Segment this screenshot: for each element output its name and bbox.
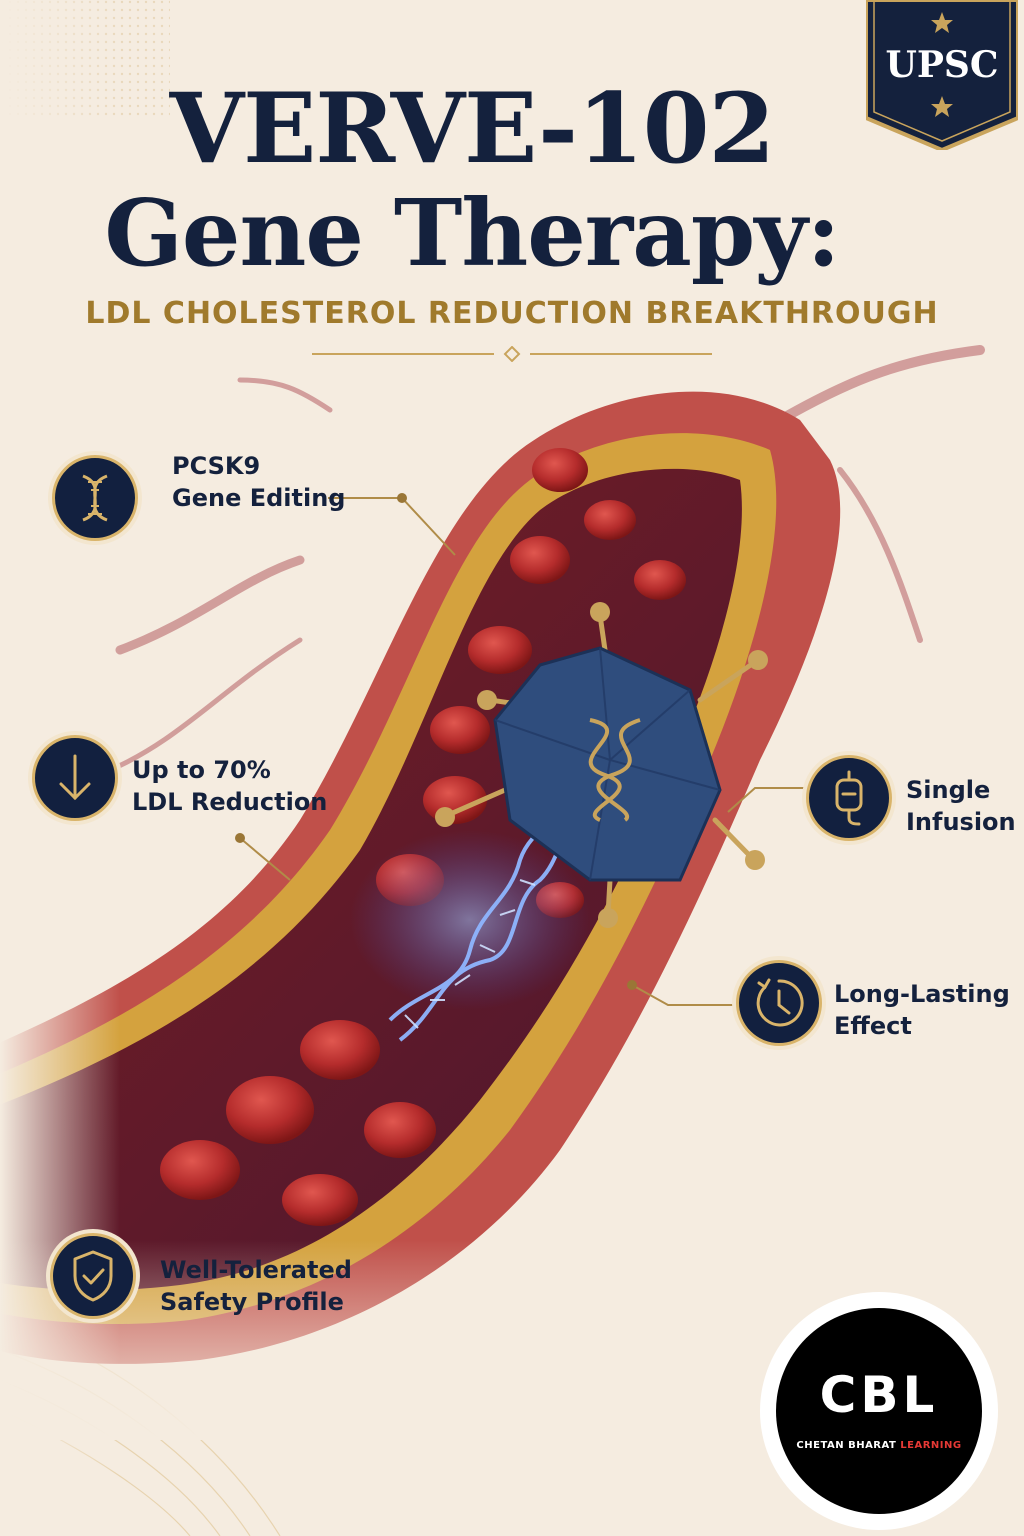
feature-long-lasting: Long-Lasting Effect [834,978,1010,1042]
feature-ldl-reduction-line2: LDL Reduction [132,788,328,816]
title-divider [312,346,712,362]
upsc-badge [866,0,1018,150]
logo-mark: CBL [819,1366,939,1424]
feature-ldl-reduction: Up to 70% LDL Reduction [132,754,327,818]
page-title-line1: VERVE-102 [169,72,776,185]
feature-single-infusion-line2: Infusion [906,808,1016,836]
feature-ldl-reduction-line1: Up to 70% [132,756,271,784]
star-icon [931,96,953,117]
feature-gene-editing-line2: Gene Editing [172,484,346,512]
shield-check-icon [50,1233,136,1319]
dna-icon [52,455,138,541]
clock-icon [736,960,822,1046]
page-subtitle: LDL CHOLESTEROL REDUCTION BREAKTHROUGH [85,296,939,331]
feature-long-lasting-line2: Effect [834,1012,912,1040]
feature-safety-profile-line2: Safety Profile [160,1288,344,1316]
feature-safety-profile-line1: Well-Tolerated [160,1256,352,1284]
logo-tagline: CHETAN BHARAT LEARNING [776,1440,982,1451]
feature-gene-editing-line1: PCSK9 [172,452,261,480]
arrow-down-icon [32,735,118,821]
star-icon [931,12,953,33]
upsc-badge-text: UPSC [885,44,999,86]
logo-tagline-red: LEARNING [900,1440,962,1451]
iv-bag-icon [806,755,892,841]
feature-long-lasting-line1: Long-Lasting [834,980,1010,1008]
page-title-line2: Gene Therapy: [104,179,840,287]
feature-gene-editing: PCSK9 Gene Editing [172,450,345,514]
logo-disc [776,1308,982,1514]
logo-tagline-white: CHETAN BHARAT [796,1440,901,1451]
feature-safety-profile: Well-Tolerated Safety Profile [160,1254,352,1318]
feature-single-infusion: Single Infusion [906,774,1016,838]
feature-single-infusion-line1: Single [906,776,991,804]
